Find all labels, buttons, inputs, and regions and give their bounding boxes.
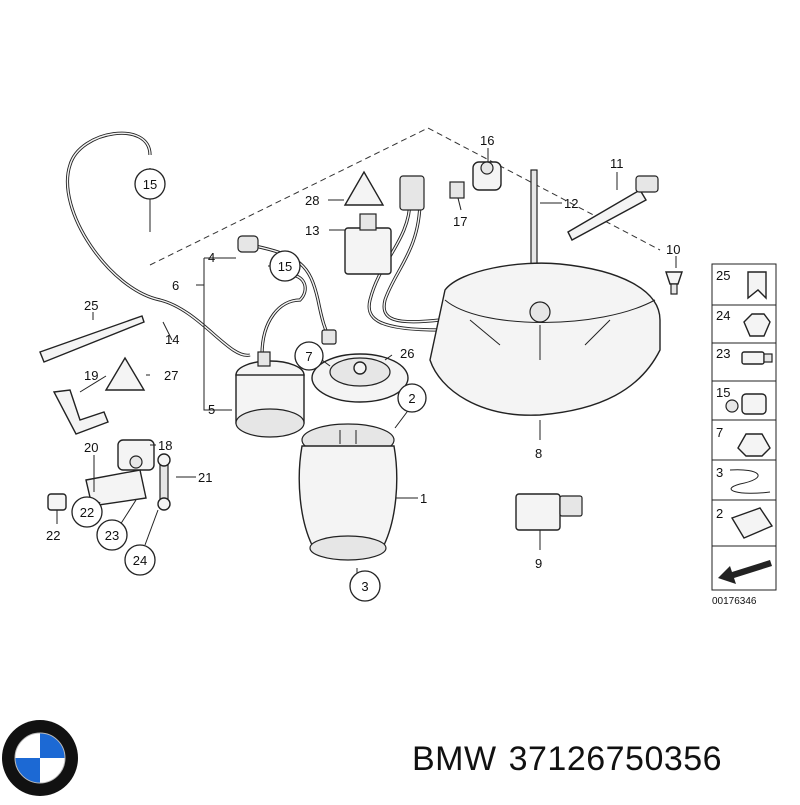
- callout-circles: [71, 168, 427, 602]
- callout-circle-3: [349, 570, 381, 602]
- warning-sticker-28: [104, 356, 146, 391]
- footer-caption: BMW 37126750356: [412, 740, 792, 788]
- legend-part-25: [747, 271, 767, 300]
- callout-2: 2: [408, 391, 415, 406]
- callout-22: 22: [46, 528, 60, 543]
- air-spring-1: [298, 423, 398, 561]
- bmw-logo-icon: [2, 720, 78, 796]
- callout-7: 7: [305, 349, 312, 364]
- callout-circle-7: [294, 341, 324, 371]
- clip-17: [449, 181, 465, 199]
- callout-11: 11: [610, 156, 624, 171]
- callout-6: 6: [172, 278, 179, 293]
- legend-part-2: [730, 507, 774, 539]
- callout-15a: 15: [143, 177, 157, 192]
- module-9: [515, 493, 583, 531]
- callout-3: 3: [361, 579, 368, 594]
- callout-14: 14: [165, 332, 179, 347]
- relay-box: [344, 213, 392, 275]
- callout-5: 5: [208, 402, 215, 417]
- legend-part-23: [741, 351, 773, 365]
- callout-circle-24: [96, 519, 128, 551]
- callout-1: 1: [420, 491, 427, 506]
- callout-27: 26: [400, 346, 414, 361]
- legend-label-24: 24: [716, 308, 730, 323]
- pressure-reservoir: [235, 351, 305, 438]
- callout-8: 8: [535, 446, 542, 461]
- dashed-enclosure: [149, 127, 661, 266]
- callout-labels: 15 15 7 2 3 22 23 24 1 4 5 6 8 9 10 11 1…: [46, 133, 680, 594]
- cable-tie-26: [39, 315, 145, 363]
- callout-25: 24: [133, 553, 147, 568]
- callout-28: 27: [164, 368, 178, 383]
- legend-label-7: 7: [716, 425, 723, 440]
- callout-20: 20: [84, 440, 98, 455]
- legend-label-3: 3: [716, 465, 723, 480]
- lever-19: [52, 389, 109, 435]
- hose-14: [66, 131, 251, 357]
- legend-part-3: [729, 469, 771, 494]
- callout-23: 22: [80, 505, 94, 520]
- legend-label-23: 23: [716, 346, 730, 361]
- callout-18: 18: [158, 438, 172, 453]
- legend-label-2: 2: [716, 506, 723, 521]
- top-mount-27: [311, 353, 409, 403]
- hose-6: [260, 273, 307, 356]
- legend-part-7: [737, 433, 771, 457]
- callout-circle-25: [124, 544, 156, 576]
- part-number: 37126750356: [508, 740, 723, 778]
- callout-29: 28: [305, 193, 319, 208]
- tank-housing: [429, 262, 661, 416]
- reference-code: 00176346: [712, 596, 757, 607]
- callout-24: 23: [105, 528, 119, 543]
- callout-9: 9: [535, 556, 542, 571]
- callout-17: 17: [453, 214, 467, 229]
- brand-name: BMW: [412, 740, 497, 778]
- callout-circle-15b: [269, 250, 301, 282]
- legend-label-15: 15: [716, 385, 730, 400]
- nut-22: [47, 493, 67, 511]
- cable-tie-11: [567, 175, 659, 241]
- screw-10: [665, 271, 683, 295]
- warning-sticker-29: [343, 170, 385, 206]
- callout-15b: 15: [278, 259, 292, 274]
- callout-19: 19: [84, 368, 98, 383]
- connector-block: [399, 175, 425, 211]
- callout-21: 21: [198, 470, 212, 485]
- callout-4: 4: [208, 250, 215, 265]
- hose-fitting: [237, 235, 259, 253]
- callout-10: 10: [666, 242, 680, 257]
- legend-label-25: 25: [716, 268, 730, 283]
- callout-16: 16: [480, 133, 494, 148]
- callout-12: 12: [564, 196, 578, 211]
- legend-arrow-icon: [718, 560, 772, 584]
- callout-circle-23: [71, 496, 103, 528]
- link-rod-21: [157, 453, 171, 511]
- legend-part-15: [725, 393, 767, 415]
- bracket-16: [472, 161, 502, 191]
- legend-part-24: [743, 313, 771, 337]
- legend-panel: 25 24 23 15 7 3 2: [711, 263, 777, 591]
- callout-13: 13: [305, 223, 319, 238]
- height-sensor: [85, 439, 155, 507]
- callout-circle-15a: [134, 168, 166, 200]
- callout-26: 25: [84, 298, 98, 313]
- callout-circle-2: [397, 383, 427, 413]
